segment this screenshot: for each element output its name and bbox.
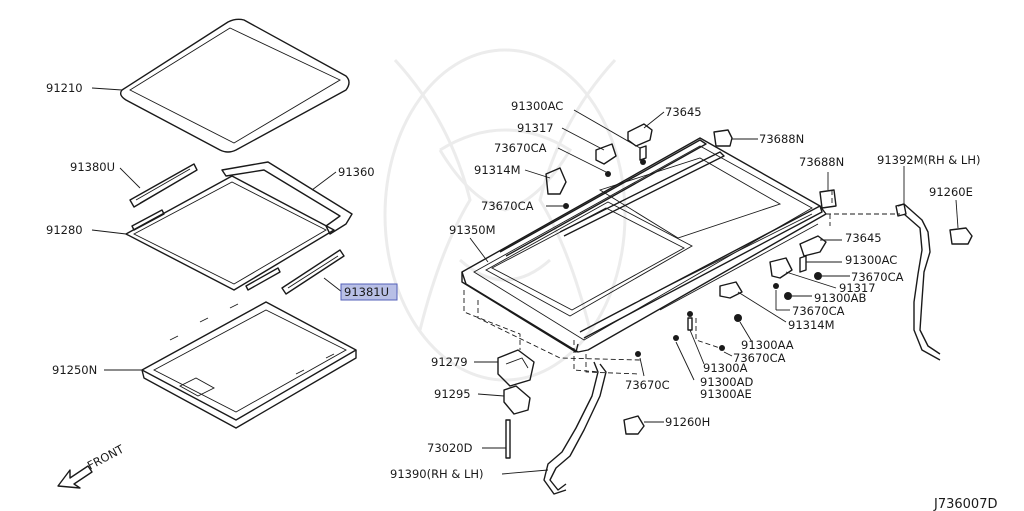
label-91210[interactable]: 91210	[46, 81, 83, 95]
diagram-id: J736007D	[933, 497, 997, 511]
frame-strip-91360[interactable]	[221, 161, 353, 235]
label-91300AD[interactable]: 91300AD	[700, 375, 753, 389]
label-91250N[interactable]: 91250N	[52, 363, 97, 377]
leader-73670CA-e	[723, 351, 733, 357]
leader-91314M-right	[737, 291, 787, 323]
label-91314M-right[interactable]: 91314M	[788, 318, 835, 332]
screw-73670CA-a[interactable]	[605, 171, 611, 177]
leader-91350M	[469, 237, 489, 263]
label-91300AA[interactable]: 91300AA	[741, 338, 794, 352]
clip-73688N-right[interactable]	[819, 189, 837, 209]
label-73645-top[interactable]: 73645	[665, 105, 702, 119]
unit-91295[interactable]	[503, 385, 531, 415]
bracket-91317-right[interactable]	[769, 257, 793, 279]
leader-91381U	[323, 277, 343, 293]
bracket-91314M-top[interactable]	[545, 167, 567, 195]
leader-73670CA-a	[557, 147, 607, 173]
label-91260H[interactable]: 91260H	[665, 415, 710, 429]
label-73670C[interactable]: 73670C	[625, 378, 670, 392]
label-91300AC-top[interactable]: 91300AC	[511, 99, 563, 113]
label-91300A[interactable]: 91300A	[703, 361, 748, 375]
label-73688N-top[interactable]: 73688N	[759, 132, 804, 146]
label-91392M[interactable]: 91392M(RH & LH)	[877, 153, 980, 167]
label-73020D[interactable]: 73020D	[427, 441, 473, 455]
label-91280[interactable]: 91280	[46, 223, 83, 237]
screw-91300A[interactable]	[687, 311, 693, 331]
bracket-91317-top[interactable]	[595, 143, 617, 165]
leader-91360	[311, 171, 337, 191]
screw-91300AC-right[interactable]	[799, 255, 807, 273]
label-73688N-right[interactable]: 73688N	[799, 155, 844, 169]
label-91360[interactable]: 91360	[338, 165, 375, 179]
leader-91314M-top	[524, 169, 551, 179]
screw-73670CA-b[interactable]	[563, 203, 569, 209]
label-91317-right[interactable]: 91317	[839, 281, 876, 295]
label-91381U[interactable]: 91381U	[344, 285, 389, 299]
leader-91210	[91, 87, 123, 91]
front-label: FRONT	[85, 441, 127, 472]
connector-91260H[interactable]	[623, 415, 645, 435]
label-73670CA-e[interactable]: 73670CA	[733, 351, 786, 365]
leader-91380U	[119, 167, 141, 189]
screw-73670CA-c[interactable]	[814, 272, 822, 280]
leader-91295	[477, 393, 505, 397]
sunshade-tray-91250N[interactable]	[141, 301, 357, 429]
drain-hose-91390[interactable]	[543, 361, 607, 495]
leader-91300A	[689, 329, 705, 365]
label-73670CA-d[interactable]: 73670CA	[792, 304, 845, 318]
leader-91260E	[955, 199, 959, 229]
bracket-73645-right[interactable]	[799, 235, 827, 257]
leader-91390	[501, 469, 549, 475]
label-91314M-top[interactable]: 91314M	[474, 163, 521, 177]
label-73670CA-a[interactable]: 73670CA	[494, 141, 547, 155]
bolt-73020D[interactable]	[505, 419, 511, 459]
label-91300AE[interactable]: 91300AE	[700, 387, 752, 401]
label-73670CA-c[interactable]: 73670CA	[851, 270, 904, 284]
deflector-strip-91381U[interactable]	[281, 249, 345, 295]
screw-91300AD[interactable]	[673, 335, 679, 341]
screw-91300AC-top[interactable]	[639, 145, 647, 165]
leader-91300AA	[739, 321, 753, 343]
leader-73645-top	[643, 111, 665, 129]
label-73670CA-b[interactable]: 73670CA	[481, 199, 534, 213]
bracket-91314M-right[interactable]	[719, 281, 743, 299]
front-arrow-icon	[57, 465, 93, 489]
label-91390[interactable]: 91390(RH & LH)	[390, 467, 484, 481]
leader-91317-right	[785, 271, 837, 289]
bracket-73645-top[interactable]	[627, 123, 653, 147]
screw-73670C[interactable]	[635, 351, 641, 357]
connector-91260E[interactable]	[949, 227, 973, 245]
dashed-guides	[463, 190, 900, 375]
leader-91300AC-top	[573, 109, 641, 149]
label-91380U[interactable]: 91380U	[70, 160, 115, 174]
sunroof-frame-91350M[interactable]	[461, 137, 827, 353]
leader-73670C	[639, 357, 645, 377]
label-73645-right[interactable]: 73645	[845, 231, 882, 245]
leader-91317-top	[561, 127, 605, 151]
screw-91300AA[interactable]	[734, 314, 742, 322]
label-91317-top[interactable]: 91317	[517, 121, 554, 135]
deflector-strip-91380U[interactable]	[129, 163, 198, 208]
drain-hose-91392M[interactable]	[895, 203, 941, 361]
screw-73670CA-e[interactable]	[719, 345, 725, 351]
highlight-91381U	[340, 283, 398, 301]
watermark-emblem	[383, 48, 627, 382]
glass-panel-91210[interactable]	[119, 18, 350, 153]
label-91295[interactable]: 91295	[434, 387, 471, 401]
leader-91300AD	[675, 341, 695, 381]
label-91350M[interactable]: 91350M	[449, 223, 496, 237]
clip-73688N-top[interactable]	[713, 129, 733, 147]
motor-91279[interactable]	[497, 349, 535, 387]
leader-91280	[91, 229, 127, 235]
label-91279[interactable]: 91279	[431, 355, 468, 369]
label-91300AC-right[interactable]: 91300AC	[845, 253, 897, 267]
screw-73670CA-d[interactable]	[773, 283, 779, 289]
screw-91300AB[interactable]	[784, 292, 792, 300]
label-91300AB[interactable]: 91300AB	[814, 291, 866, 305]
panel-91280[interactable]	[125, 175, 335, 291]
label-91260E[interactable]: 91260E	[929, 185, 973, 199]
